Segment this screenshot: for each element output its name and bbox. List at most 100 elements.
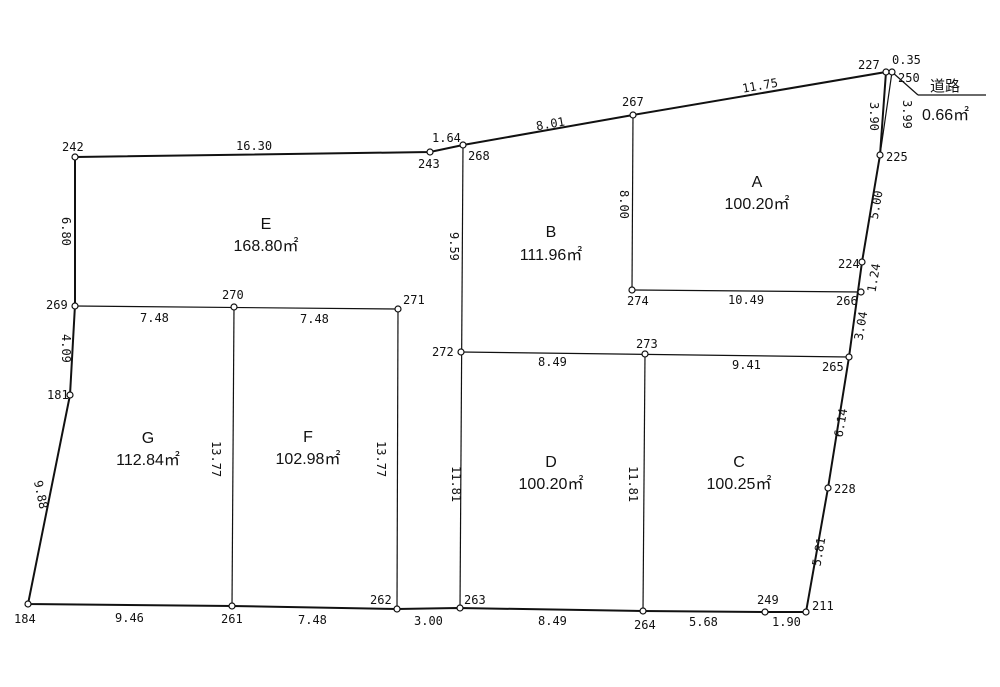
lot-c-label: C [733, 454, 745, 471]
road-area: 0.66㎡ [922, 106, 969, 124]
point-266 [857, 288, 865, 296]
point-273 [641, 350, 649, 358]
point-181 [66, 391, 74, 399]
road-label: 道路 [930, 77, 960, 95]
dimension-label: 8.01 [535, 115, 566, 134]
lot-f-label: F [303, 429, 313, 446]
lot-f-area: 102.98㎡ [276, 450, 341, 468]
point-label: 211 [812, 599, 834, 613]
point-label: 261 [221, 612, 243, 626]
line-270-261 [231, 306, 235, 607]
point-label: 225 [886, 150, 908, 164]
dimension-label: 8.49 [538, 355, 567, 369]
point-263 [456, 604, 464, 612]
point-label: 262 [370, 593, 392, 607]
point-270 [230, 303, 238, 311]
point-label: 273 [636, 337, 658, 351]
point-264 [639, 607, 647, 615]
point-label: 270 [222, 288, 244, 302]
point-272 [457, 348, 465, 356]
lot-labels: A 100.20㎡ B 111.96㎡ C 100.25㎡ D 100.20㎡ … [116, 174, 789, 493]
dimension-label: 13.77 [209, 441, 223, 477]
point-labels: 227 250 267 243 242 268 225 224 274 266 … [14, 58, 920, 632]
dimension-label: 3.04 [852, 310, 871, 341]
dimension-label: 9.46 [115, 611, 144, 625]
dimension-label: 1.90 [772, 615, 801, 629]
point-242 [71, 153, 79, 161]
dimension-label: 11.75 [741, 76, 779, 96]
line-272-265 [460, 351, 850, 358]
dimension-label: 3.90 [867, 102, 881, 131]
survey-points [24, 68, 896, 616]
point-label: 268 [468, 149, 490, 163]
dimension-label: 0.35 [892, 53, 921, 67]
point-label: 242 [62, 140, 84, 154]
point-243 [426, 148, 434, 156]
point-label: 184 [14, 612, 36, 626]
line-273-264 [642, 353, 646, 612]
dimension-label: 1.24 [865, 262, 884, 293]
point-261 [228, 602, 236, 610]
lot-d-label: D [545, 454, 557, 471]
point-268 [459, 141, 467, 149]
dimension-label: 5.68 [689, 615, 718, 629]
point-label: 250 [898, 71, 920, 85]
dimension-label: 4.09 [59, 334, 73, 363]
dimension-label: 8.49 [538, 614, 567, 628]
point-225 [876, 151, 884, 159]
dimension-label: 11.81 [626, 466, 640, 502]
point-label: 267 [622, 95, 644, 109]
point-228 [824, 484, 832, 492]
point-label: 264 [634, 618, 656, 632]
point-label: 181 [47, 388, 69, 402]
point-271 [394, 305, 402, 313]
dimension-label: 5.00 [867, 189, 886, 220]
point-227 [882, 68, 890, 76]
dimension-label: 1.64 [432, 131, 461, 145]
line-271-262 [396, 308, 399, 610]
road-leader [891, 71, 919, 96]
lot-g-area: 112.84㎡ [116, 451, 180, 469]
point-label: 263 [464, 593, 486, 607]
point-267 [629, 111, 637, 119]
point-label: 266 [836, 294, 858, 308]
point-label: 243 [418, 157, 440, 171]
dimension-label: 7.48 [140, 311, 169, 325]
point-184 [24, 600, 32, 608]
point-269 [71, 302, 79, 310]
dimension-label: 7.48 [300, 312, 329, 326]
lot-c-area: 100.25㎡ [707, 475, 772, 493]
dimension-label: 6.80 [59, 217, 73, 246]
point-274 [628, 286, 636, 294]
point-224 [858, 258, 866, 266]
lot-b-area: 111.96㎡ [520, 246, 583, 264]
lot-a-label: A [752, 174, 763, 191]
point-label: 224 [838, 257, 860, 271]
point-label: 271 [403, 293, 425, 307]
line-267-274 [631, 114, 634, 291]
lot-g-label: G [142, 430, 154, 447]
point-label: 269 [46, 298, 68, 312]
line-274-266 [631, 289, 862, 293]
dimension-label: 3.00 [414, 614, 443, 628]
dimension-label: 8.00 [617, 190, 631, 219]
dimension-label: 16.30 [236, 139, 272, 153]
dimension-label: 10.49 [728, 293, 764, 307]
point-265 [845, 353, 853, 361]
dimension-label: 9.41 [732, 358, 761, 372]
outer-boundary [26, 70, 888, 613]
point-211 [802, 608, 810, 616]
point-label: 272 [432, 345, 454, 359]
line-250-225 [879, 71, 893, 156]
dimension-label: 9.59 [447, 232, 461, 261]
dimension-label: 13.77 [374, 441, 388, 477]
point-250 [888, 68, 896, 76]
dimension-label: 6.14 [832, 407, 851, 438]
dimension-labels: 0.35 11.75 8.01 1.64 16.30 3.90 3.99 8.0… [31, 53, 921, 629]
point-label: 249 [757, 593, 779, 607]
dimension-label: 5.81 [810, 536, 829, 567]
dimension-label: 9.88 [31, 479, 51, 510]
lot-e-label: E [261, 216, 272, 233]
lot-e-area: 168.80㎡ [234, 237, 299, 255]
